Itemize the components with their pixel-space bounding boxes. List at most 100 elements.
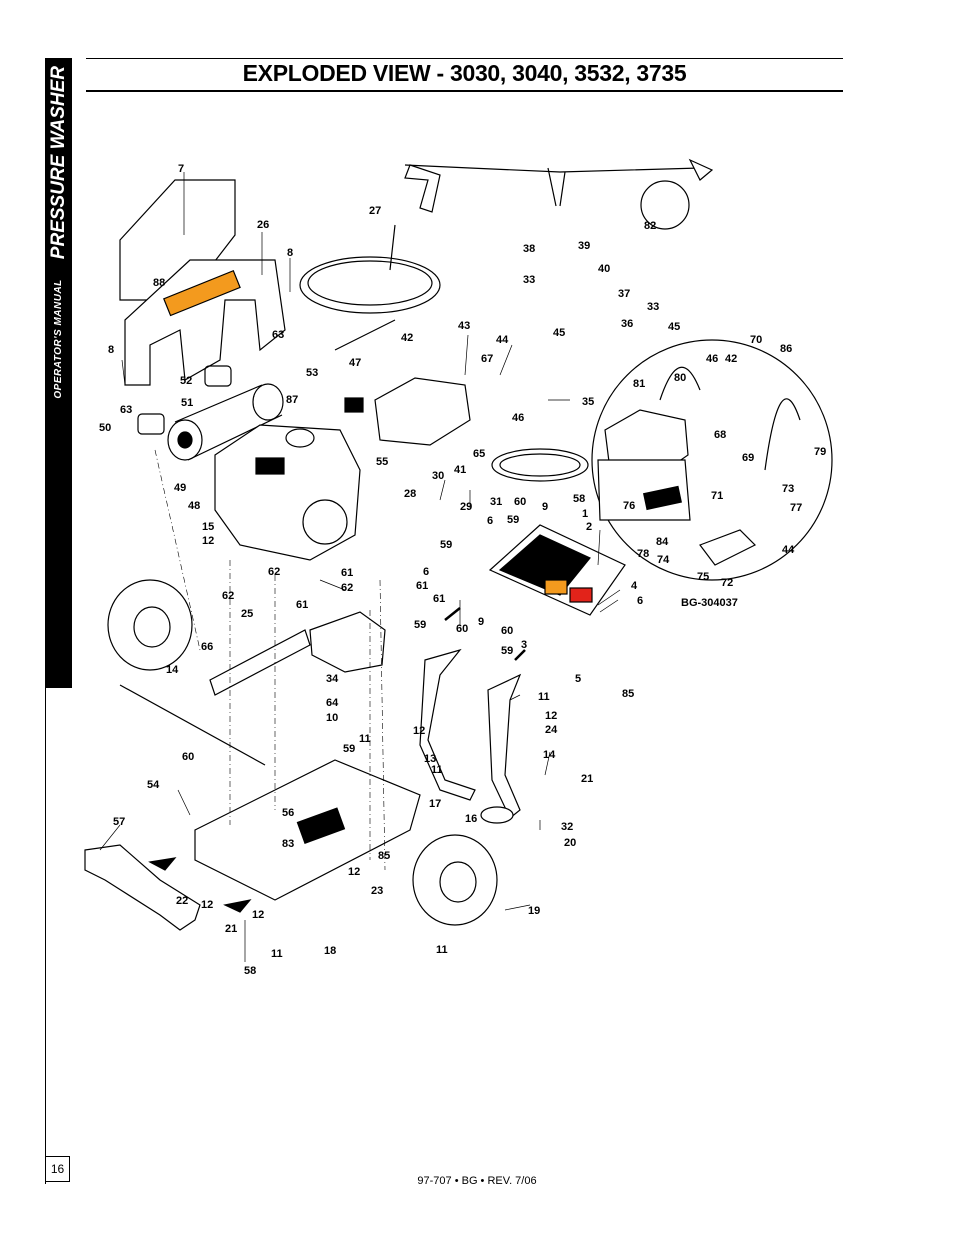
bushing-part — [204, 365, 232, 387]
callout: 80 — [674, 372, 686, 384]
callout: 12 — [202, 535, 214, 547]
pump-part — [374, 377, 471, 446]
callout: 73 — [782, 483, 794, 495]
leader-lines — [99, 172, 621, 962]
callout: 47 — [349, 357, 361, 369]
callout: 27 — [369, 205, 381, 217]
callout: 82 — [644, 220, 656, 232]
cap-part — [480, 806, 514, 824]
callout: 21 — [581, 773, 593, 785]
callout: 52 — [180, 375, 192, 387]
callout: 12 — [201, 899, 213, 911]
callout: 41 — [454, 464, 466, 476]
callout: 16 — [465, 813, 477, 825]
callout: 65 — [473, 448, 485, 460]
callout: 81 — [633, 378, 645, 390]
callout: 55 — [376, 456, 388, 468]
assembly-lines — [154, 449, 386, 871]
callout: 3 — [521, 639, 527, 651]
callout: 33 — [647, 301, 659, 313]
callout: 4 — [631, 580, 638, 592]
callout: 75 — [697, 571, 709, 583]
callout: 33 — [523, 274, 535, 286]
pulley-right-part — [252, 383, 284, 421]
inset-reference: BG-304037 — [681, 597, 738, 609]
callout: 42 — [725, 353, 737, 365]
callout: 45 — [668, 321, 680, 333]
callout: 69 — [742, 452, 754, 464]
callout: 60 — [456, 623, 468, 635]
callout: 71 — [711, 490, 723, 502]
callout: 43 — [458, 320, 470, 332]
callout: 49 — [174, 482, 186, 494]
callout: 25 — [241, 608, 253, 620]
callout: 85 — [378, 850, 390, 862]
callout: 87 — [286, 394, 298, 406]
callout: 23 — [371, 885, 383, 897]
callout: 12 — [252, 909, 264, 921]
callout: 86 — [780, 343, 792, 355]
callout: 5 — [575, 673, 581, 685]
callout: 24 — [545, 724, 558, 736]
nozzle-detail-circle — [640, 180, 690, 230]
handle-part — [419, 648, 476, 801]
callout: 18 — [324, 945, 336, 957]
callout: 59 — [343, 743, 355, 755]
callout: 59 — [507, 514, 519, 526]
hose-end-part — [334, 224, 396, 351]
callout: 14 — [543, 749, 556, 761]
panel-red-decal — [569, 587, 593, 603]
callout: 12 — [348, 866, 360, 878]
callout: 14 — [166, 664, 179, 676]
callout: 22 — [176, 895, 188, 907]
top-rule — [86, 58, 843, 59]
callout: 36 — [621, 318, 633, 330]
callout: 61 — [416, 580, 428, 592]
callout: 6 — [637, 595, 643, 607]
callout: 67 — [481, 353, 493, 365]
callout: 10 — [326, 712, 338, 724]
pump-label-part — [344, 397, 364, 413]
callout: 61 — [296, 599, 308, 611]
callout: 37 — [618, 288, 630, 300]
bushing-part — [137, 413, 165, 435]
callout: 61 — [433, 593, 445, 605]
callout: 20 — [564, 837, 576, 849]
callout: 62 — [268, 566, 280, 578]
nozzle-part — [688, 158, 714, 181]
callout: 84 — [656, 536, 669, 548]
panel-orange-decal — [544, 579, 568, 595]
callout: 59 — [414, 619, 426, 631]
callout: 29 — [460, 501, 472, 513]
belt-part — [174, 384, 283, 461]
callout: 34 — [326, 673, 339, 685]
page-number: 16 — [45, 1156, 70, 1182]
callout: 85 — [622, 688, 634, 700]
callout: 59 — [501, 645, 513, 657]
callout: 62 — [222, 590, 234, 602]
callout: 42 — [401, 332, 413, 344]
base-decal-part — [296, 807, 346, 844]
flow-arrows — [444, 607, 526, 661]
belt-guard-part — [124, 259, 286, 386]
callout: 9 — [478, 616, 484, 628]
wheel-right-hub — [439, 861, 477, 903]
hose-coil-part — [299, 256, 441, 314]
callout: 72 — [721, 577, 733, 589]
inset-hose-part — [659, 366, 801, 471]
callout: 57 — [113, 816, 125, 828]
wheel-left-part — [107, 579, 193, 671]
inset-circle — [591, 339, 833, 581]
callout: 30 — [432, 470, 444, 482]
callout: 11 — [359, 733, 371, 745]
callout: 63 — [272, 329, 284, 341]
callout: 1 — [582, 508, 588, 520]
arrow-heads — [148, 857, 252, 913]
handle-part — [487, 673, 522, 819]
callout: 11 — [431, 764, 443, 776]
fuel-cap-part — [285, 428, 315, 448]
callout: 46 — [706, 353, 718, 365]
callout: 17 — [429, 798, 441, 810]
pulley-left-hub — [177, 431, 193, 449]
